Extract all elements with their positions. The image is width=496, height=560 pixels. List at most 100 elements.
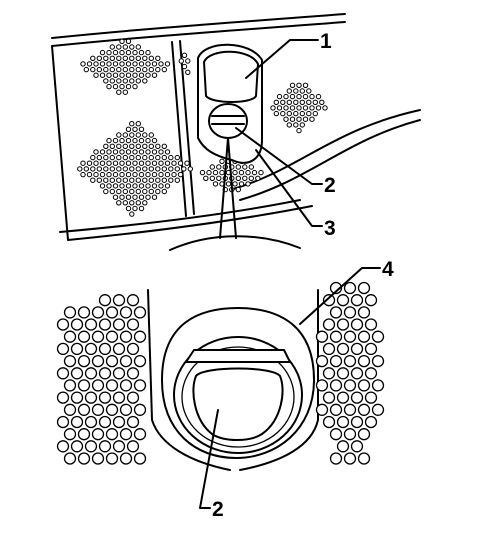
perforation-dot: [126, 391, 140, 404]
perforation-dot: [99, 171, 106, 178]
perforation-dot: [289, 116, 296, 122]
perforation-dot: [63, 428, 77, 441]
perforation-dot: [125, 183, 132, 189]
perforation-dot: [63, 330, 77, 343]
perforation-dot: [135, 200, 142, 206]
perforation-dot: [83, 166, 90, 172]
perforation-dot: [329, 403, 343, 416]
perforation-dot: [145, 137, 151, 144]
perforation-dot: [322, 415, 336, 429]
perforation-dot: [106, 171, 112, 178]
perforation-dot: [112, 183, 119, 189]
perforation-dot: [116, 154, 122, 161]
perforation-dot: [133, 354, 147, 368]
perforation-dot: [91, 354, 105, 368]
perforation-dot: [145, 149, 151, 155]
perforation-dot: [315, 354, 329, 368]
perforation-dot: [109, 78, 116, 84]
perforation-dot: [171, 171, 177, 178]
perforation-dot: [329, 452, 343, 465]
perforation-dot: [135, 177, 142, 183]
perforation-dot: [155, 177, 161, 183]
perforation-dot: [309, 93, 315, 100]
perforation-dot: [98, 294, 112, 307]
perforation-dot: [90, 55, 96, 61]
perforation-dot: [125, 72, 132, 78]
perforation-dot: [216, 175, 222, 182]
perforation-dot: [276, 93, 283, 100]
perforation-dot: [132, 61, 138, 67]
perforation-dot: [96, 154, 103, 161]
perforation-dot: [357, 379, 371, 392]
perforation-dot: [232, 169, 238, 176]
perforation-dot: [77, 403, 91, 416]
leader-2-lower: [199, 409, 219, 509]
perforation-dot: [135, 154, 142, 161]
perforation-dot: [129, 166, 135, 172]
perforation-dot: [119, 452, 133, 465]
perforation-dot: [364, 367, 378, 380]
perforation-dot: [106, 160, 112, 166]
perforation-dot: [135, 132, 142, 138]
perforation-dot: [112, 367, 126, 380]
perforation-dot: [116, 143, 122, 150]
perforation-dot: [135, 78, 142, 84]
perforation-dot: [84, 367, 98, 380]
perforation-dot: [125, 61, 132, 67]
perforation-dot: [77, 354, 91, 368]
perforation-dot: [343, 281, 357, 295]
perforation-dot: [336, 294, 350, 307]
perforation-dot: [255, 175, 261, 182]
perforation-dot: [119, 72, 125, 78]
perforation-dot: [63, 379, 77, 392]
perforation-dot: [132, 126, 138, 133]
perforation-dot: [98, 440, 112, 453]
perforation-dot: [106, 61, 112, 67]
perforation-dot: [286, 88, 292, 94]
perforation-dot: [280, 110, 286, 117]
perforation-dot: [164, 183, 171, 189]
perforation-dot: [129, 154, 135, 161]
perforation-dot: [119, 403, 133, 416]
perforation-dot: [302, 93, 309, 100]
perforation-dot: [119, 183, 125, 189]
perforation-dot: [203, 175, 209, 182]
perforation-dot: [106, 183, 112, 189]
perforation-dot: [122, 154, 129, 161]
perforation-dot: [112, 342, 126, 356]
perforation-dot: [125, 194, 132, 200]
perforation-dot: [161, 154, 168, 161]
perforation-dot: [105, 428, 119, 441]
perforation-dot: [105, 354, 119, 368]
perforation-dot: [132, 149, 138, 155]
perforation-dot: [91, 379, 105, 392]
perforation-dot: [138, 49, 145, 56]
perforation-dot: [98, 391, 112, 404]
perforation-dot: [357, 403, 371, 416]
perforation-dot: [138, 126, 145, 133]
perforation-dot: [129, 132, 135, 138]
perforation-dot: [126, 342, 140, 356]
perforation-dot: [135, 55, 142, 61]
perforation-dot: [343, 306, 357, 319]
perforation-dot: [86, 171, 93, 178]
perforation-dot: [219, 158, 225, 165]
perforation-dot: [276, 105, 283, 111]
perforation-dot: [119, 61, 125, 67]
perforation-dot: [70, 391, 84, 404]
perforation-dot: [91, 330, 105, 343]
perforation-dot: [350, 294, 364, 307]
perforation-dot: [245, 181, 251, 187]
perforation-dot: [112, 137, 119, 144]
perforation-dot: [105, 330, 119, 343]
perforation-dot: [296, 82, 302, 89]
perforation-dot: [232, 181, 238, 187]
panel-outline: [51, 13, 346, 241]
perforation-dot: [56, 391, 70, 404]
perforation-dot: [90, 154, 96, 161]
perforation-dot: [329, 428, 343, 441]
perforation-dot: [99, 149, 106, 155]
perforation-dot: [242, 175, 248, 182]
perforation-dot: [84, 391, 98, 404]
